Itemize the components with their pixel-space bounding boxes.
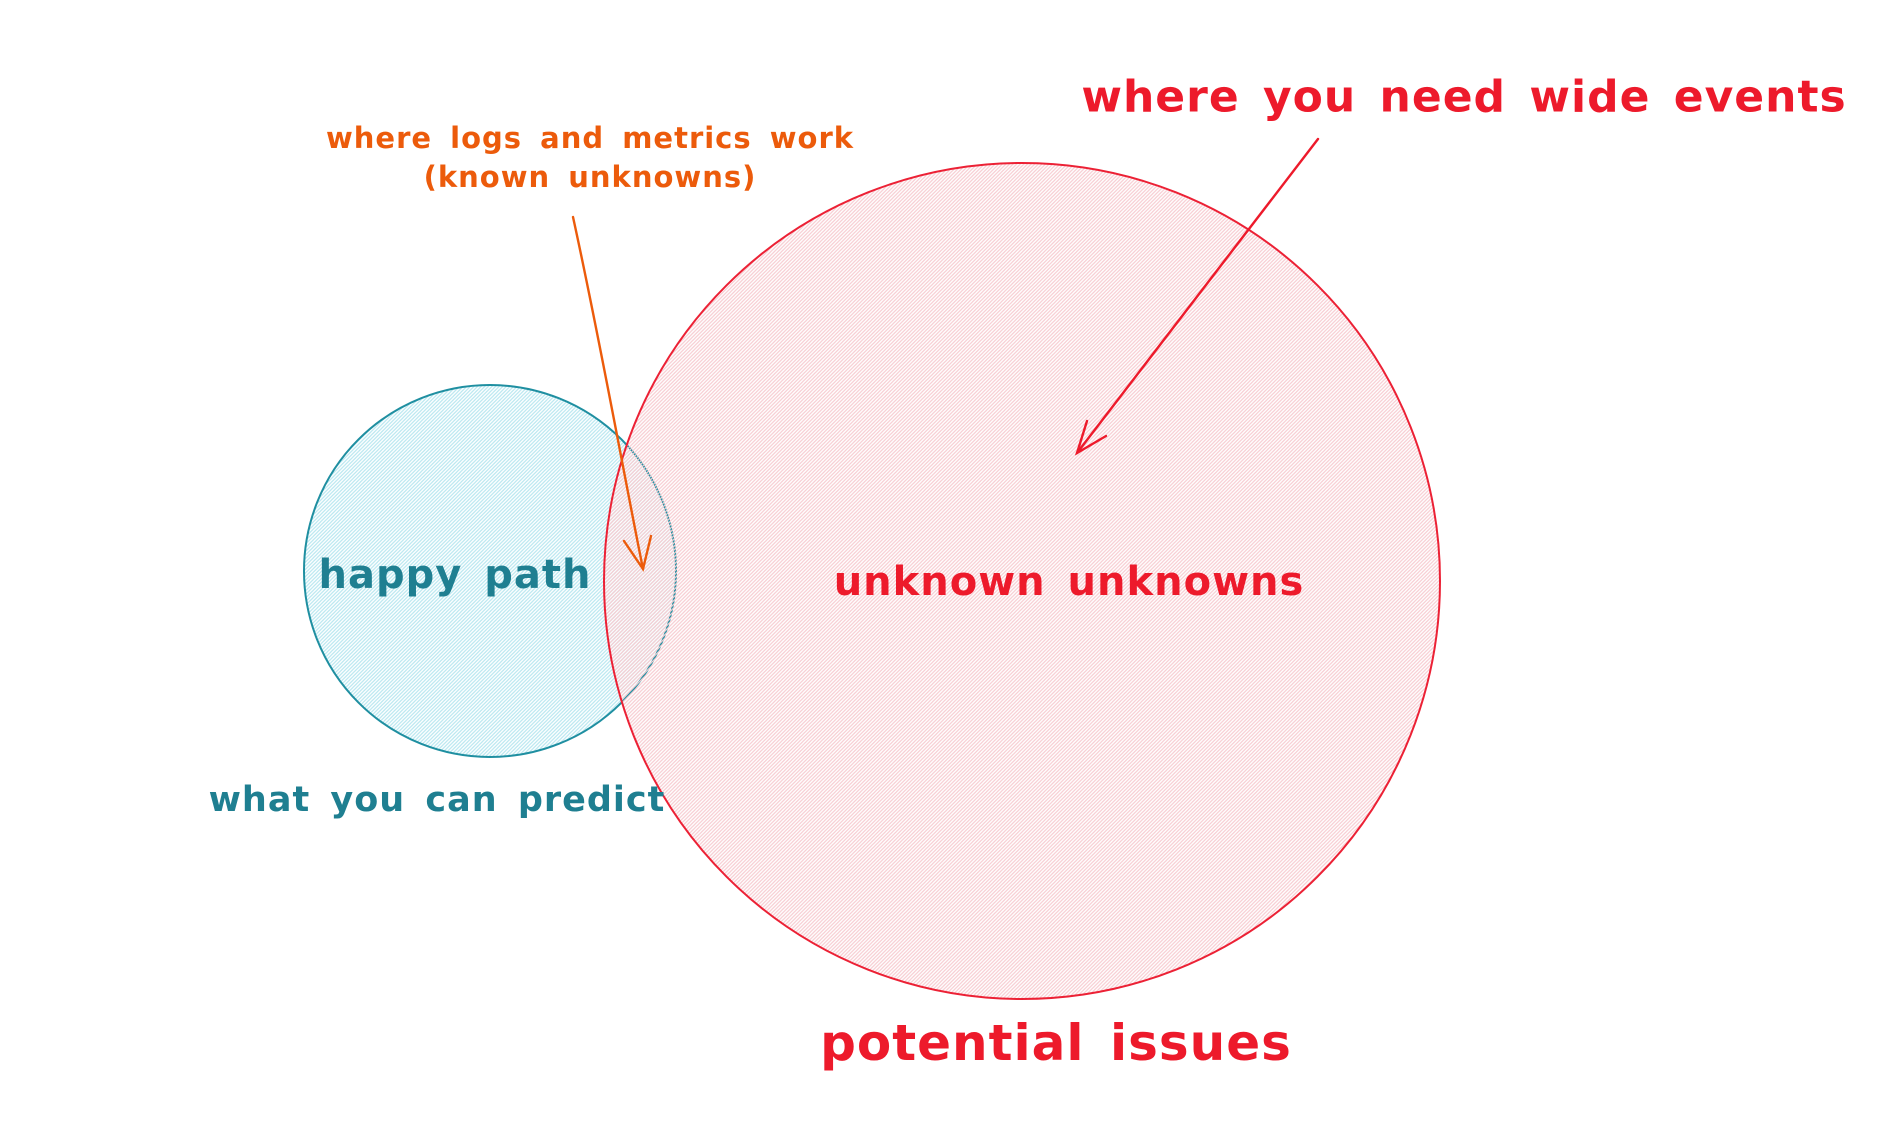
logs-metrics-annotation-line1: where logs and metrics work (325, 121, 855, 156)
logs-metrics-annotation-line2: (known unknowns) (423, 160, 757, 194)
potential-issues-circle-caption: potential issues (820, 1014, 1292, 1072)
happy-path-circle-label: happy path (318, 552, 592, 598)
wide-events-arrow-shaft (1075, 137, 1320, 455)
wide-events-annotation: where you need wide events (1081, 71, 1847, 123)
unknown-unknowns-circle-label: unknown unknowns (833, 559, 1305, 605)
potential-issues-circle (603, 162, 1441, 1000)
wide-events-arrow (1074, 137, 1320, 456)
happy-path-circle-caption: what you can predict (208, 780, 666, 820)
logs-metrics-arrow-shaft (571, 215, 645, 571)
logs-metrics-arrowhead-icon (622, 534, 653, 572)
logs-metrics-annotation: where logs and metrics work (known unkno… (326, 119, 854, 197)
logs-metrics-arrow (571, 215, 653, 572)
wide-events-arrowhead-icon (1074, 419, 1108, 456)
